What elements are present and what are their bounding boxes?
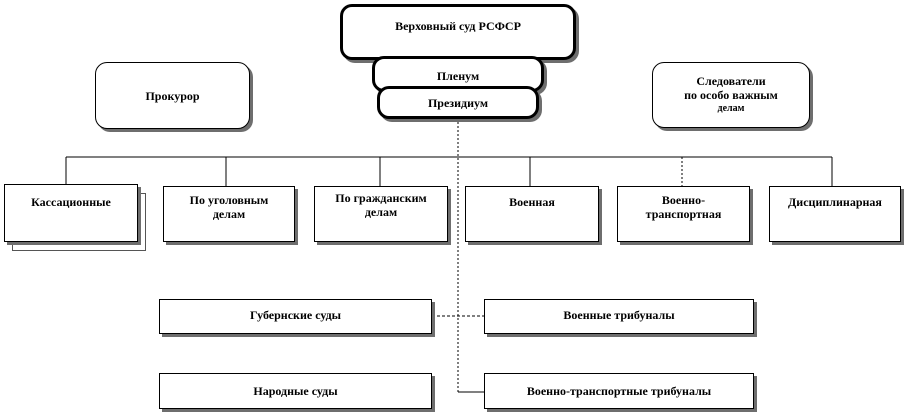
criminal-cases-box: По уголовным делам [163,186,295,242]
disciplinary-college-box: Дисциплинарная [769,186,901,242]
provincial-courts-label: Губернские суды [249,308,342,322]
transport-college-label-line2: транспортная [645,207,722,221]
military-college-box: Военная [465,186,599,242]
plenum-label: Пленум [436,69,480,83]
transport-college-label-line1: Военно- [661,193,706,207]
investigators-label-line3: делам [717,103,745,114]
presidium-label: Президиум [427,95,489,110]
investigators-label-line2: по особо важным [684,88,778,102]
military-college-label: Военная [509,195,555,209]
civil-cases-label-line1: По гражданским [335,191,427,205]
civil-cases-box: По гражданским делам [314,186,448,242]
cassation-box: Кассационные [4,184,138,242]
disciplinary-college-label: Дисциплинарная [788,195,882,209]
military-tribunals-box: Военные трибуналы [484,299,754,334]
cassation-label: Кассационные [31,195,111,209]
provincial-courts-box: Губернские суды [159,299,432,334]
transport-college-box: Военно- транспортная [617,186,750,242]
transport-tribunals-label: Военно-транспортные трибуналы [526,384,712,398]
transport-tribunals-box: Военно-транспортные трибуналы [484,373,754,409]
investigators-label-line1: Следователи [696,74,766,88]
supreme-court-box: Верховный суд РСФСР [340,4,576,60]
military-tribunals-label: Военные трибуналы [563,308,675,322]
peoples-courts-label: Народные суды [253,384,338,398]
criminal-cases-label-line1: По уголовным [189,193,269,207]
prosecutor-box: Прокурор [95,62,250,129]
presidium-box: Президиум [377,86,539,119]
civil-cases-label-line2: делам [364,205,398,219]
investigators-box: Следователи по особо важным делам [652,62,810,128]
peoples-courts-box: Народные суды [159,373,432,409]
prosecutor-label: Прокурор [145,88,200,103]
criminal-cases-label-line2: делам [212,207,246,221]
supreme-court-label: Верховный суд РСФСР [395,19,521,33]
